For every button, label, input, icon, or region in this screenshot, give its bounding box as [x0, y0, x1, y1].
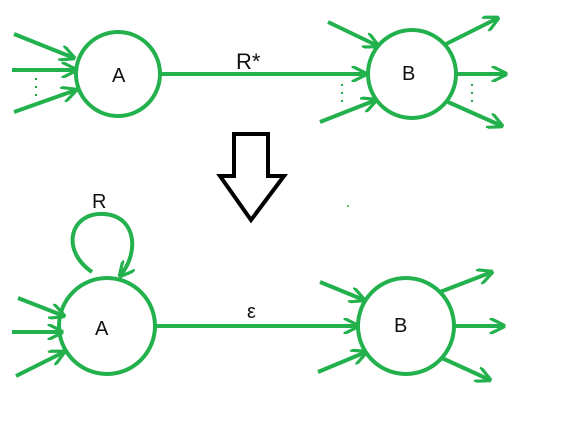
down-arrow-icon [216, 132, 288, 224]
bottom-state-b-label: B [394, 315, 407, 337]
top-b-outgoing-edge-1 [445, 18, 498, 46]
top-transition-label: R* [236, 49, 261, 74]
top-b-incoming-edge-1 [327, 20, 378, 46]
bottom-state-a-label: A [95, 318, 109, 340]
top-b-incoming-edge-3 [319, 100, 376, 124]
bottom-transition-label: ε [247, 301, 256, 323]
top-state-b-label: B [402, 63, 415, 85]
bottom-b-incoming-edge-3 [317, 352, 366, 374]
bottom-a-incoming-edge-3 [15, 352, 64, 378]
bottom-a-incoming-edge-1 [17, 296, 64, 316]
top-diagram [12, 18, 506, 126]
top-a-incoming-edge-1 [13, 32, 74, 58]
bottom-b-outgoing-edge-1 [439, 272, 492, 294]
bottom-b-incoming-edge-1 [319, 280, 364, 300]
bottom-b-outgoing-edge-3 [441, 356, 490, 380]
bottom-self-loop-label: R [92, 191, 106, 213]
stray-dot [347, 205, 349, 207]
top-a-incoming-edge-3 [13, 90, 76, 114]
bottom-diagram [12, 211, 504, 380]
bottom-self-loop [70, 211, 133, 276]
top-state-a-label: A [112, 65, 126, 87]
top-b-outgoing-edge-3 [447, 100, 502, 126]
